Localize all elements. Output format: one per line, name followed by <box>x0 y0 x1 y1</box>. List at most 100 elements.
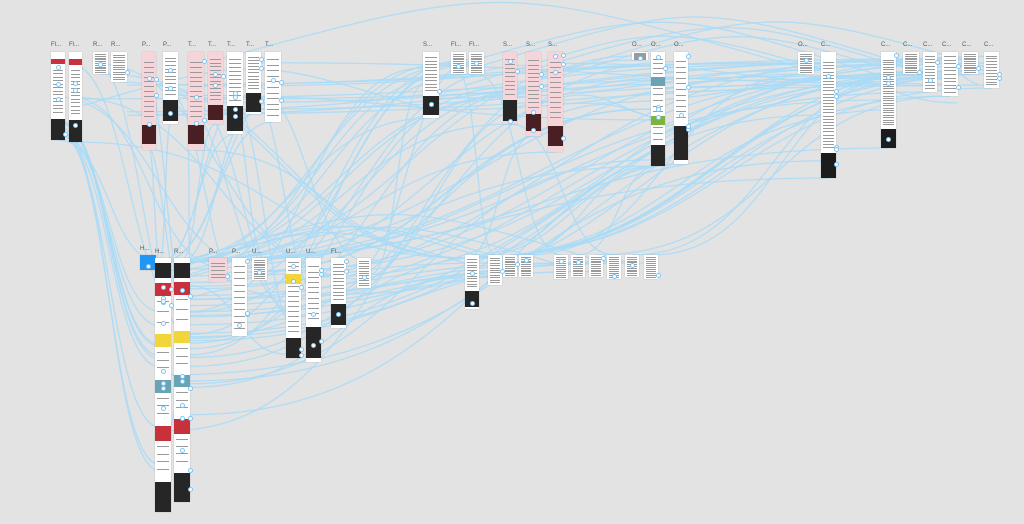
artboard-row3-10[interactable] <box>644 255 658 279</box>
artboard-title[interactable]: S... <box>503 42 513 48</box>
connection-node[interactable] <box>244 310 250 316</box>
artboard-row2-10[interactable] <box>357 258 371 288</box>
artboard-row1-23[interactable] <box>881 52 896 148</box>
prototype-wire[interactable] <box>562 36 924 81</box>
connection-node[interactable] <box>62 131 68 137</box>
artboard-row2-9[interactable] <box>331 258 346 328</box>
connection-node[interactable] <box>507 58 513 64</box>
artboard-title[interactable]: C... <box>984 42 994 48</box>
connection-node[interactable] <box>187 467 193 473</box>
prototype-wire[interactable] <box>631 73 912 256</box>
connection-node[interactable] <box>160 284 166 290</box>
connection-node[interactable] <box>124 69 130 75</box>
prototype-wire[interactable] <box>179 91 931 263</box>
prototype-wire[interactable] <box>562 103 661 121</box>
connection-node[interactable] <box>153 93 159 99</box>
connection-node[interactable] <box>160 298 166 304</box>
connection-node[interactable] <box>291 264 296 270</box>
artboard-title[interactable]: U... <box>286 249 296 255</box>
prototype-wire[interactable] <box>540 27 943 80</box>
connection-node[interactable] <box>179 403 185 409</box>
artboard-title[interactable]: C... <box>903 42 913 48</box>
connection-node[interactable] <box>232 113 238 119</box>
artboard-row3-3[interactable] <box>503 255 517 277</box>
artboard-row1-11[interactable] <box>265 52 281 122</box>
connection-node[interactable] <box>343 258 349 264</box>
connection-node[interactable] <box>146 122 152 128</box>
connection-node[interactable] <box>336 312 341 318</box>
connection-node[interactable] <box>257 269 262 275</box>
artboard-title[interactable]: C... <box>923 42 933 48</box>
artboard-title[interactable]: T... <box>246 42 255 48</box>
connection-node[interactable] <box>560 61 566 67</box>
artboard-row2-4[interactable] <box>209 258 227 282</box>
connection-node[interactable] <box>655 272 661 278</box>
connection-node[interactable] <box>575 260 581 266</box>
connection-node[interactable] <box>213 83 218 89</box>
artboard-title[interactable]: U... <box>252 249 262 255</box>
artboard-row3-9[interactable] <box>625 255 639 277</box>
artboard-row2-8[interactable] <box>306 258 321 362</box>
connection-node[interactable] <box>469 271 475 277</box>
connection-node[interactable] <box>469 300 475 306</box>
artboard-title[interactable]: P... <box>209 249 218 255</box>
artboard-title[interactable]: R... <box>93 42 103 48</box>
prototype-wire[interactable] <box>438 63 904 99</box>
prototype-wire[interactable] <box>57 121 161 360</box>
connection-node[interactable] <box>955 85 961 91</box>
connection-node[interactable] <box>258 57 264 63</box>
prototype-wire[interactable] <box>179 73 912 263</box>
connection-node[interactable] <box>298 346 304 352</box>
connection-node[interactable] <box>803 58 809 64</box>
prototype-wire[interactable] <box>189 272 489 388</box>
connection-node[interactable] <box>996 71 1002 77</box>
connection-node[interactable] <box>179 416 185 422</box>
artboard-title[interactable]: Fl... <box>69 42 79 48</box>
prototype-wire[interactable] <box>57 132 161 428</box>
connection-node[interactable] <box>193 95 199 101</box>
prototype-wire[interactable] <box>189 254 504 359</box>
connection-node[interactable] <box>146 76 152 82</box>
connection-node[interactable] <box>637 56 643 62</box>
artboard-title[interactable]: P... <box>232 249 241 255</box>
artboard-title[interactable]: T... <box>227 42 236 48</box>
artboard-title[interactable]: S... <box>548 42 558 48</box>
prototype-wire[interactable] <box>189 84 549 344</box>
artboard-row3-2[interactable] <box>488 255 502 285</box>
connection-node[interactable] <box>55 97 61 103</box>
artboard-title[interactable]: H... <box>155 249 165 255</box>
connection-node[interactable] <box>318 268 324 274</box>
artboard-title[interactable]: U... <box>306 249 316 255</box>
prototype-wire[interactable] <box>92 61 191 336</box>
connection-node[interactable] <box>193 120 199 126</box>
prototype-wire[interactable] <box>57 139 161 263</box>
prototype-wire[interactable] <box>179 213 608 264</box>
connection-node[interactable] <box>996 76 1002 82</box>
prototype-wire[interactable] <box>189 60 675 367</box>
connection-node[interactable] <box>298 352 304 358</box>
connection-node[interactable] <box>311 312 316 318</box>
artboard-row1-1[interactable] <box>51 52 65 140</box>
connection-node[interactable] <box>886 75 891 81</box>
connection-node[interactable] <box>318 338 324 344</box>
connection-node[interactable] <box>662 65 668 71</box>
artboard-row3-1[interactable] <box>465 255 479 309</box>
connection-node[interactable] <box>168 287 174 293</box>
artboard-row3-6[interactable] <box>571 255 585 277</box>
connection-node[interactable] <box>298 285 304 291</box>
artboard-title[interactable]: P... <box>163 42 172 48</box>
connection-node[interactable] <box>145 264 151 270</box>
connection-node[interactable] <box>893 52 899 58</box>
prototype-wire[interactable] <box>159 117 432 263</box>
connection-node[interactable] <box>655 55 661 61</box>
prototype-wire[interactable] <box>179 123 216 263</box>
artboard-title[interactable]: T... <box>188 42 197 48</box>
prototype-wire[interactable] <box>189 64 470 356</box>
connection-node[interactable] <box>160 368 166 374</box>
connection-node[interactable] <box>611 274 617 280</box>
prototype-wire[interactable] <box>476 73 562 256</box>
prototype-wire[interactable] <box>320 62 904 278</box>
connection-node[interactable] <box>833 146 839 152</box>
prototype-wire[interactable] <box>458 73 496 256</box>
